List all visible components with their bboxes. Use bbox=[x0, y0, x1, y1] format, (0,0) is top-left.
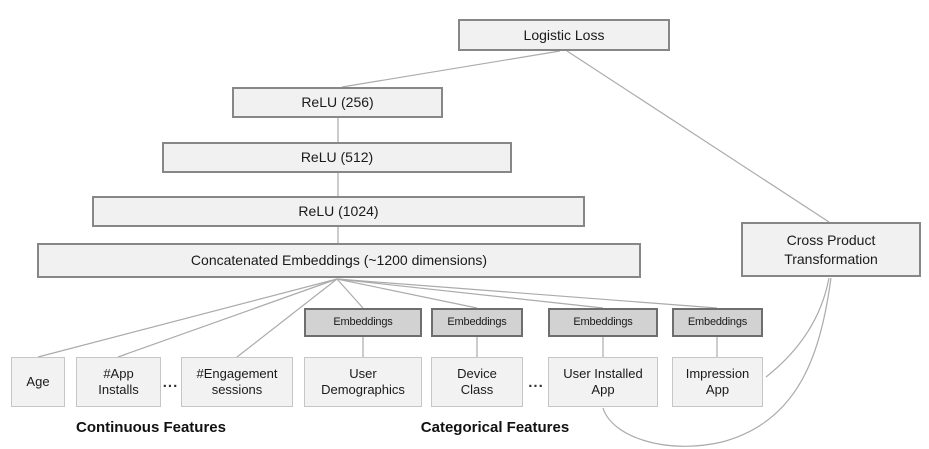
node-feature-engagement-sessions: #Engagement sessions bbox=[181, 357, 293, 407]
caption-continuous-features: Continuous Features bbox=[75, 418, 226, 436]
node-logistic-loss: Logistic Loss bbox=[458, 19, 670, 51]
ellipsis-categorical: ... bbox=[528, 373, 544, 391]
edge-concat-emb2 bbox=[336, 278, 478, 309]
edge-concat-emb4 bbox=[336, 278, 718, 309]
edge-crossproduct-impressionapp bbox=[765, 277, 830, 378]
node-feature-age: Age bbox=[11, 357, 65, 407]
node-relu-1024: ReLU (1024) bbox=[92, 196, 585, 227]
node-feature-app-installs: #App Installs bbox=[76, 357, 161, 407]
node-embeddings-user-installed-app: Embeddings bbox=[548, 308, 658, 337]
edge-loss-crossproduct bbox=[566, 50, 830, 223]
caption-categorical-features: Categorical Features bbox=[420, 418, 570, 436]
edge-concat-appinstalls bbox=[117, 278, 338, 358]
node-relu-256: ReLU (256) bbox=[232, 87, 443, 118]
node-embeddings-device-class: Embeddings bbox=[431, 308, 523, 337]
edge-concat-age bbox=[37, 278, 338, 358]
node-embeddings-user-demographics: Embeddings bbox=[304, 308, 422, 337]
node-feature-user-demographics: User Demographics bbox=[304, 357, 422, 407]
node-feature-user-installed-app: User Installed App bbox=[548, 357, 658, 407]
ellipsis-continuous: ... bbox=[162, 373, 179, 391]
node-relu-512: ReLU (512) bbox=[162, 142, 512, 173]
edge-concat-emb1 bbox=[336, 278, 364, 309]
edge-loss-relu256 bbox=[341, 50, 561, 88]
node-cross-product-transformation: Cross Product Transformation bbox=[741, 222, 921, 277]
node-feature-device-class: Device Class bbox=[431, 357, 523, 407]
node-feature-impression-app: Impression App bbox=[672, 357, 763, 407]
edge-concat-engagement bbox=[236, 278, 338, 358]
edge-crossproduct-userinstalledapp bbox=[602, 277, 832, 447]
node-embeddings-impression-app: Embeddings bbox=[672, 308, 763, 337]
node-concatenated-embeddings: Concatenated Embeddings (~1200 dimension… bbox=[37, 243, 641, 278]
edge-concat-emb3 bbox=[336, 278, 604, 309]
